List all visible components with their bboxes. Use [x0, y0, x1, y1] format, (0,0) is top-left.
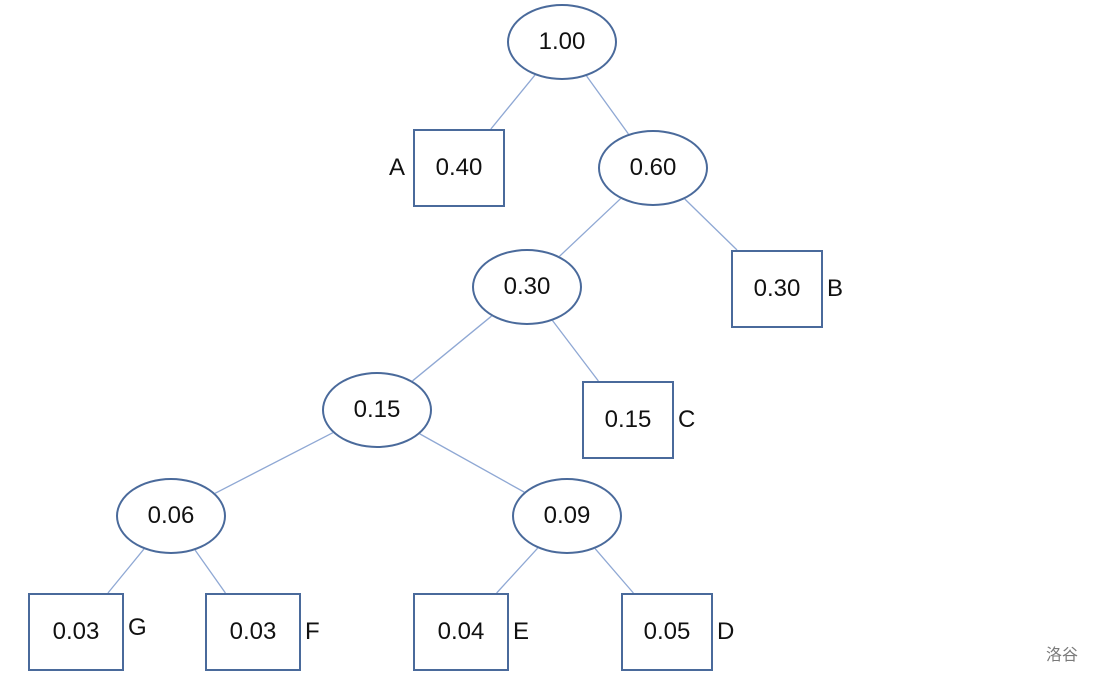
leaf-node-leafA: 0.40	[413, 129, 505, 207]
edge-n030-leafC	[552, 320, 599, 382]
edge-root-n060	[586, 75, 629, 135]
leaf-node-leafC: 0.15	[582, 381, 674, 459]
leaf-label-G: G	[128, 614, 147, 641]
leaf-label-E: E	[513, 618, 530, 645]
node-value: 0.03	[229, 618, 277, 645]
leaf-label-B: B	[827, 275, 844, 302]
edge-n060-n030	[559, 198, 621, 257]
node-value: 0.15	[604, 406, 652, 433]
leaf-node-leafF: 0.03	[205, 593, 301, 671]
edge-n015-n009	[419, 433, 525, 493]
leaf-label-D: D	[717, 618, 735, 645]
leaf-node-leafD: 0.05	[621, 593, 713, 671]
node-value: 0.60	[629, 154, 677, 181]
edge-n015-n006	[214, 432, 334, 494]
leaf-label-F: F	[305, 618, 320, 645]
internal-node-n006: 0.06	[116, 478, 226, 554]
node-value: 0.15	[353, 396, 401, 423]
node-value: 0.30	[503, 273, 551, 300]
leaf-node-leafE: 0.04	[413, 593, 509, 671]
node-value: 1.00	[538, 28, 586, 55]
internal-node-root: 1.00	[507, 4, 617, 80]
watermark-text: 洛谷	[1045, 647, 1078, 664]
internal-node-n060: 0.60	[598, 130, 708, 206]
edge-n006-leafF	[194, 549, 226, 594]
node-value: 0.04	[437, 618, 485, 645]
leaf-label-C: C	[678, 406, 696, 433]
edge-n009-leafD	[594, 548, 634, 594]
internal-node-n009: 0.09	[512, 478, 622, 554]
leaf-node-leafB: 0.30	[731, 250, 823, 328]
internal-node-n015: 0.15	[322, 372, 432, 448]
node-value: 0.03	[52, 618, 100, 645]
leaf-node-leafG: 0.03	[28, 593, 124, 671]
node-value: 0.05	[643, 618, 691, 645]
node-value: 0.06	[147, 502, 195, 529]
edge-n006-leafG	[107, 548, 145, 594]
leaf-label-A: A	[389, 154, 406, 181]
edge-n030-n015	[412, 315, 492, 382]
edge-n060-leafB	[684, 198, 738, 251]
edge-n009-leafE	[496, 547, 539, 594]
edge-root-leafA	[490, 74, 536, 130]
internal-node-n030: 0.30	[472, 249, 582, 325]
node-value: 0.30	[753, 275, 801, 302]
node-value: 0.09	[543, 502, 591, 529]
node-value: 0.40	[435, 154, 483, 181]
